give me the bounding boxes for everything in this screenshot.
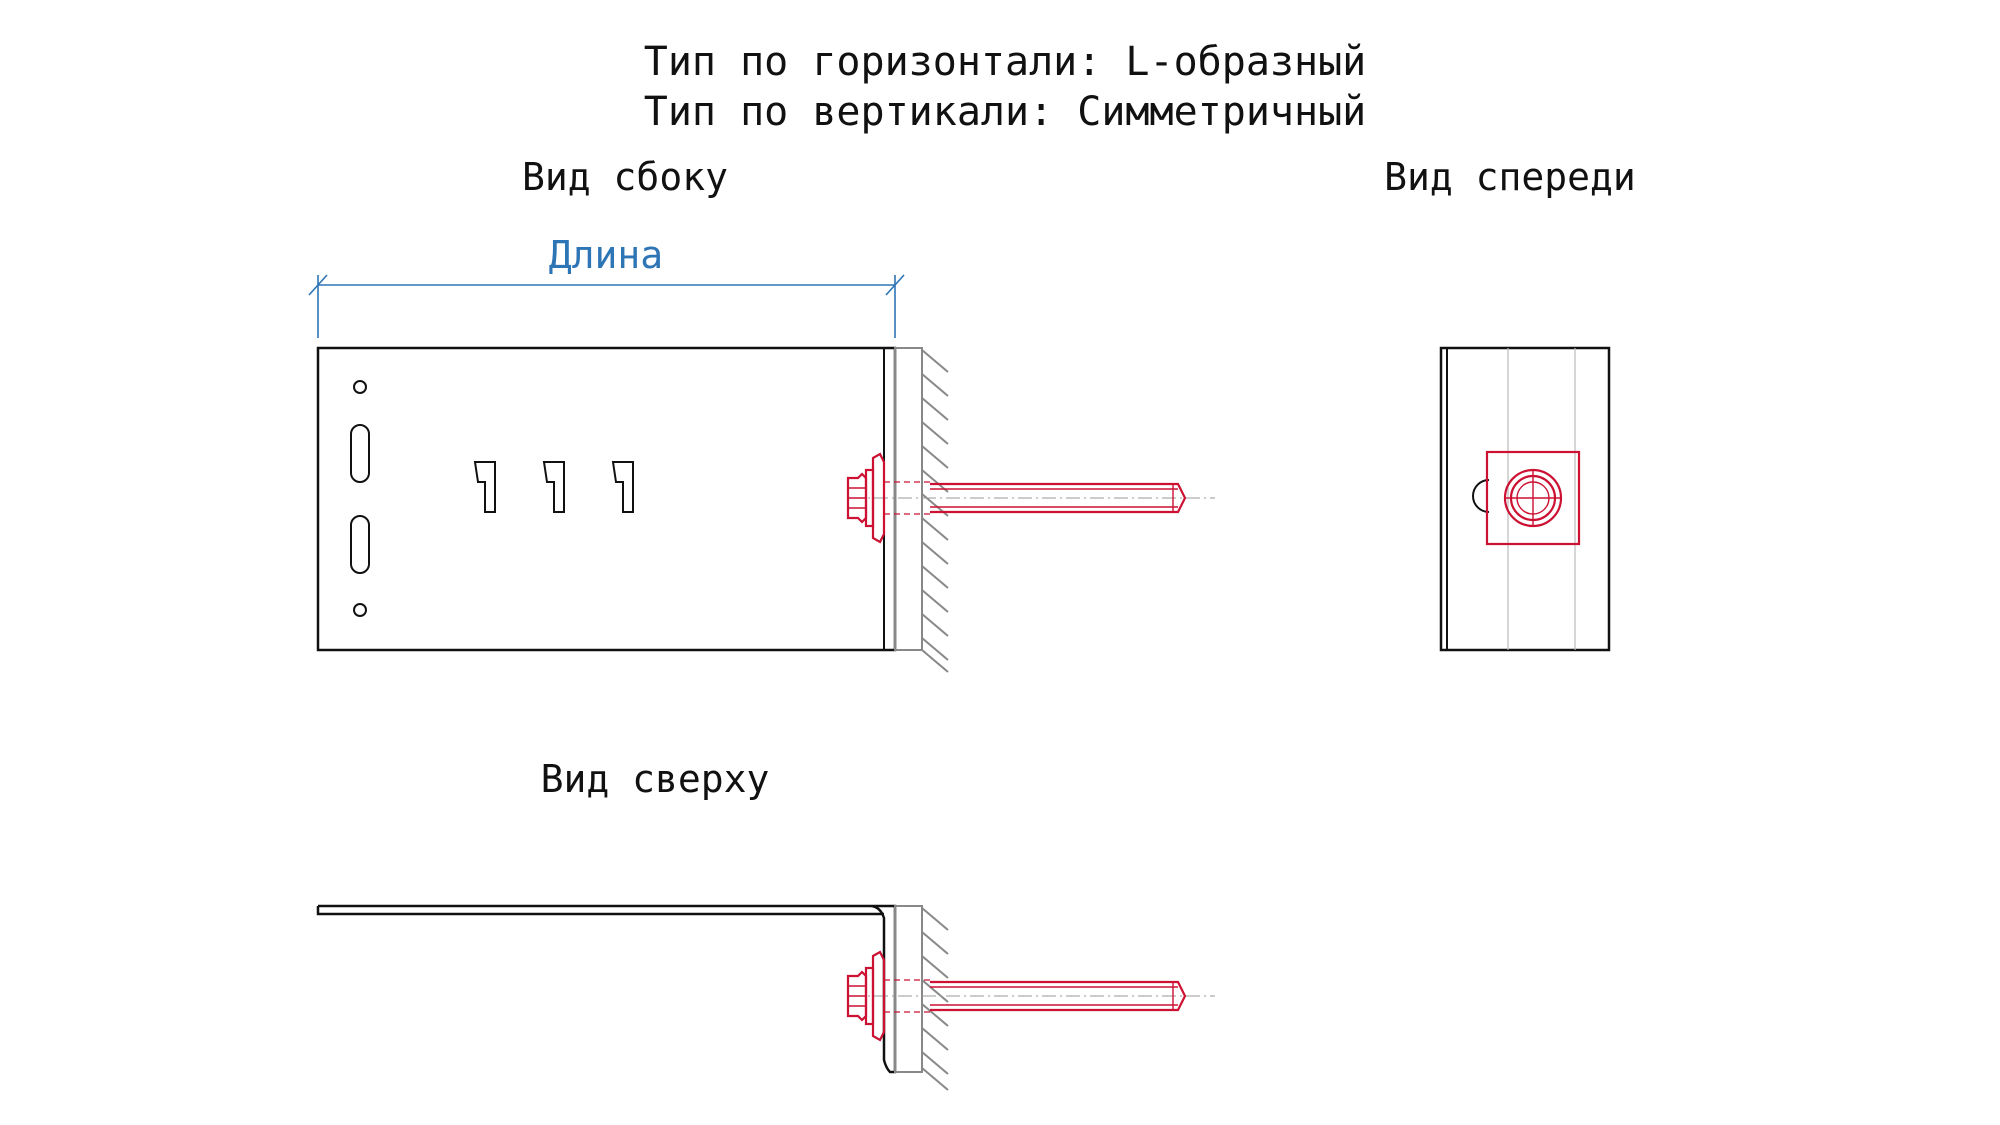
dimension-tick-right <box>885 274 905 296</box>
top-view <box>316 904 1215 1091</box>
length-dimension-label: Длина <box>549 233 663 277</box>
top-view-label: Вид сверху <box>541 757 770 801</box>
front-view <box>1439 346 1611 652</box>
side-view-anchor-bolt <box>846 452 1215 544</box>
round-hole-bottom <box>353 603 367 617</box>
side-view <box>316 346 1215 673</box>
top-view-wall <box>894 905 923 1073</box>
side-view-plate <box>316 346 897 652</box>
horizontal-type-title: Тип по горизонтали: L-образный <box>644 39 1366 85</box>
top-view-bracket-outline <box>318 904 897 1074</box>
bolt-sealing-washer <box>871 452 886 544</box>
vertical-type-title: Тип по вертикали: Симметричный <box>644 89 1366 135</box>
slot-lower <box>350 515 370 574</box>
top-bolt-sealing-washer <box>871 950 886 1042</box>
front-view-label: Вид спереди <box>1384 155 1636 199</box>
side-view-wall <box>894 347 923 651</box>
bolt-shank <box>930 482 1187 514</box>
front-view-washer-square <box>1485 450 1581 546</box>
slot-upper <box>350 424 370 483</box>
top-view-anchor-bolt <box>846 950 1215 1042</box>
perforation-2 <box>542 461 565 513</box>
length-dimension: Длина <box>308 233 905 338</box>
perforation-3 <box>611 461 634 513</box>
top-view-bracket-thickness <box>316 906 884 916</box>
front-view-outline <box>1439 346 1611 652</box>
dimension-tick-left <box>308 274 328 296</box>
top-bolt-shank <box>930 980 1187 1012</box>
top-view-wall-hatch <box>921 907 949 1091</box>
round-hole-top <box>353 380 367 394</box>
front-view-slot-end <box>1472 479 1490 513</box>
side-view-label: Вид сбоку <box>522 155 728 199</box>
perforation-1 <box>473 461 496 513</box>
